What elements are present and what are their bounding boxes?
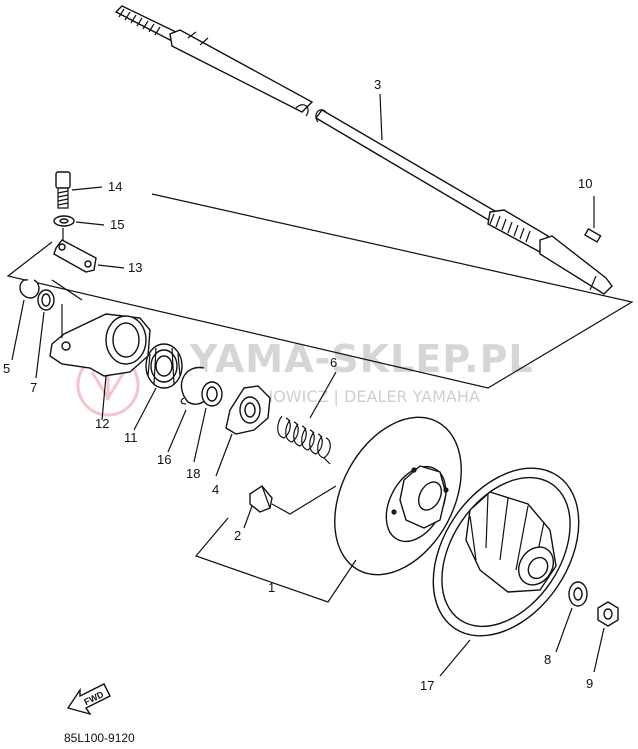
part-11-bearing: [133, 343, 183, 431]
part-1-fixed-sheave: [194, 416, 462, 603]
part-6-spring: [277, 371, 337, 465]
part-10-key: [583, 196, 602, 243]
part-2-pin: [243, 485, 337, 529]
part-3-primary-shaft: [114, 5, 613, 295]
part-8-washer: [555, 581, 588, 653]
callout-6: 6: [330, 355, 337, 370]
callout-3: 3: [374, 77, 381, 92]
watermark-main-text: YAMA-SKLEP.PL: [189, 337, 534, 381]
callout-10: 10: [578, 176, 592, 191]
callout-17: 17: [420, 678, 434, 693]
part-12-bearing-housing: [49, 304, 151, 421]
callout-9: 9: [586, 676, 593, 691]
callout-11: 11: [124, 430, 138, 445]
callout-18: 18: [186, 466, 200, 481]
callout-16: 16: [157, 452, 171, 467]
callout-13: 13: [128, 260, 142, 275]
assembly-outline: [6, 193, 634, 389]
callout-7: 7: [30, 380, 37, 395]
callout-2: 2: [234, 528, 241, 543]
part-15-washer: [53, 215, 105, 244]
part-7-spacer-ring: [35, 289, 55, 379]
part-5-circlip: [11, 279, 40, 361]
watermark: YAMA-SKLEP.PL CHOWICZ | DEALER YAMAHA: [76, 337, 534, 417]
part-14-bolt: [55, 171, 103, 209]
part-9-nut: [593, 601, 619, 673]
part-18-spacer: [193, 381, 223, 463]
part-13-bracket-plate: [53, 239, 125, 273]
watermark-sub-text: CHOWICZ | DEALER YAMAHA: [250, 387, 480, 406]
callout-8: 8: [544, 652, 551, 667]
diagram-code: 85L100-9120: [64, 731, 135, 745]
part-17-movable-sheave: [432, 467, 580, 677]
part-4-spring-seat: [215, 385, 271, 477]
fwd-arrow: FWD: [66, 683, 111, 716]
callout-15: 15: [110, 217, 124, 232]
callout-4: 4: [212, 482, 219, 497]
callout-1: 1: [268, 580, 275, 595]
callout-14: 14: [108, 179, 122, 194]
callout-12: 12: [95, 416, 109, 431]
callout-labels: 3 10 14 15 13 5 7 12 11 16 18 4 6 2 1 17…: [3, 77, 593, 693]
callout-5: 5: [3, 361, 10, 376]
